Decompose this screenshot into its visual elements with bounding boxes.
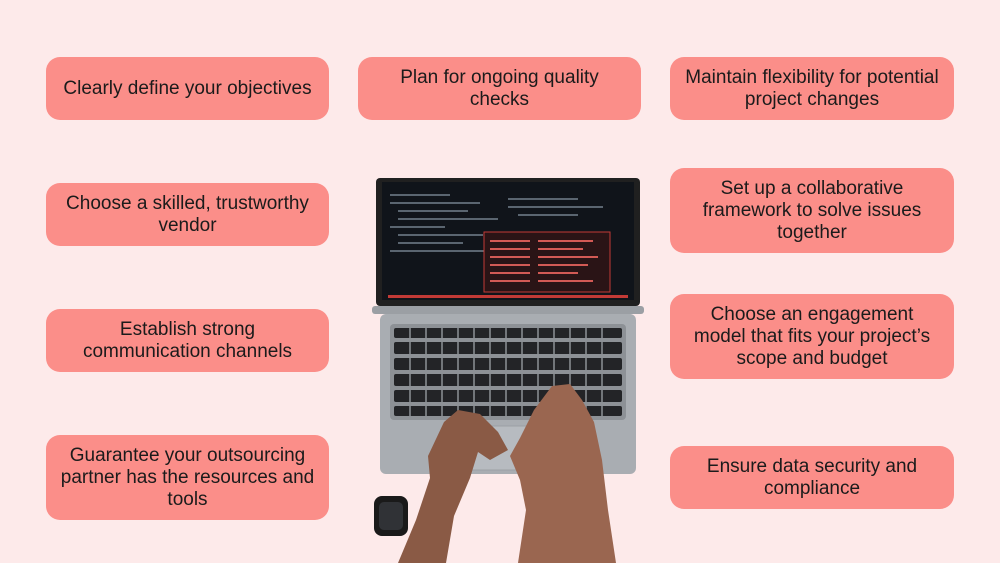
tip-text: Clearly define your objectives	[63, 77, 312, 99]
tip-card-data-security: Ensure data security and compliance	[670, 446, 954, 509]
tip-text: Ensure data security and compliance	[706, 455, 918, 499]
tip-text: Set up a collaborative framework to solv…	[702, 177, 922, 243]
tip-card-quality-checks: Plan for ongoing quality checks	[358, 57, 641, 120]
tip-card-communication-channels: Establish strong communication channels	[46, 309, 329, 372]
tip-card-engagement-model: Choose an engagement model that fits you…	[670, 294, 954, 379]
tip-text: Guarantee your outsourcing partner has t…	[60, 444, 315, 510]
tip-text: Choose a skilled, trustworthy vendor	[66, 192, 309, 236]
tip-card-flexibility: Maintain flexibility for potential proje…	[670, 57, 954, 120]
tip-card-define-objectives: Clearly define your objectives	[46, 57, 329, 120]
tip-card-collaborative-framework: Set up a collaborative framework to solv…	[670, 168, 954, 253]
laptop-hands-photo	[372, 178, 644, 563]
tip-text: Plan for ongoing quality checks	[400, 66, 599, 110]
tip-text: Choose an engagement model that fits you…	[693, 303, 931, 369]
tip-card-resources-tools: Guarantee your outsourcing partner has t…	[46, 435, 329, 520]
tip-card-choose-vendor: Choose a skilled, trustworthy vendor	[46, 183, 329, 246]
tip-text: Maintain flexibility for potential proje…	[685, 66, 939, 110]
tip-text: Establish strong communication channels	[82, 318, 293, 362]
